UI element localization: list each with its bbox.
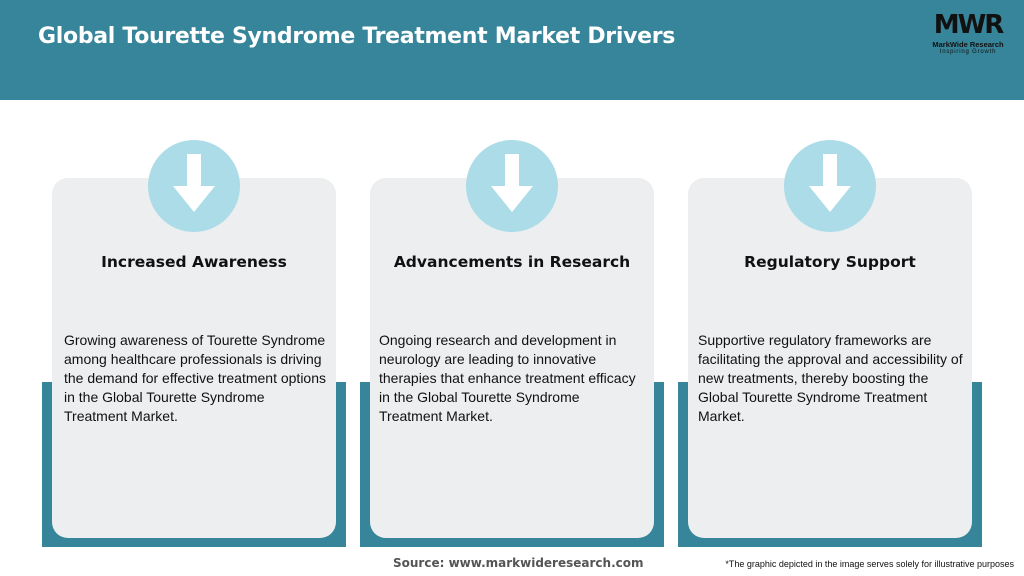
card-description: Supportive regulatory frameworks are fac… [698, 332, 963, 424]
disclaimer-note: *The graphic depicted in the image serve… [725, 559, 1014, 569]
card-description: Growing awareness of Tourette Syndrome a… [64, 332, 327, 424]
icon-circle [148, 140, 240, 232]
arrow-down-icon [809, 154, 851, 212]
arrow-down-icon [173, 154, 215, 212]
driver-card [688, 178, 972, 538]
markwide-logo: MWR MarkWide Research Inspiring Growth [922, 10, 1014, 58]
logo-mark: MWR [933, 10, 1005, 40]
driver-column-2: Advancements in Research Ongoing researc… [360, 140, 664, 550]
arrow-down-icon [491, 154, 533, 212]
icon-circle [466, 140, 558, 232]
logo-tagline: Inspiring Growth [939, 49, 997, 55]
card-description: Ongoing research and development in neur… [379, 332, 636, 424]
header-banner: Global Tourette Syndrome Treatment Marke… [0, 0, 1024, 100]
page-title: Global Tourette Syndrome Treatment Marke… [38, 24, 676, 49]
card-title: Advancements in Research [393, 253, 631, 271]
source-credit: Source: www.markwideresearch.com [393, 556, 644, 570]
card-title: Regulatory Support [744, 253, 916, 271]
card-title: Increased Awareness [101, 253, 287, 271]
driver-column-1: Increased Awareness Growing awareness of… [42, 140, 346, 550]
driver-card [370, 178, 654, 538]
driver-column-3: Regulatory Support Supportive regulatory… [678, 140, 982, 550]
icon-circle [784, 140, 876, 232]
driver-card [52, 178, 336, 538]
logo-name: MarkWide Research [932, 40, 1004, 49]
